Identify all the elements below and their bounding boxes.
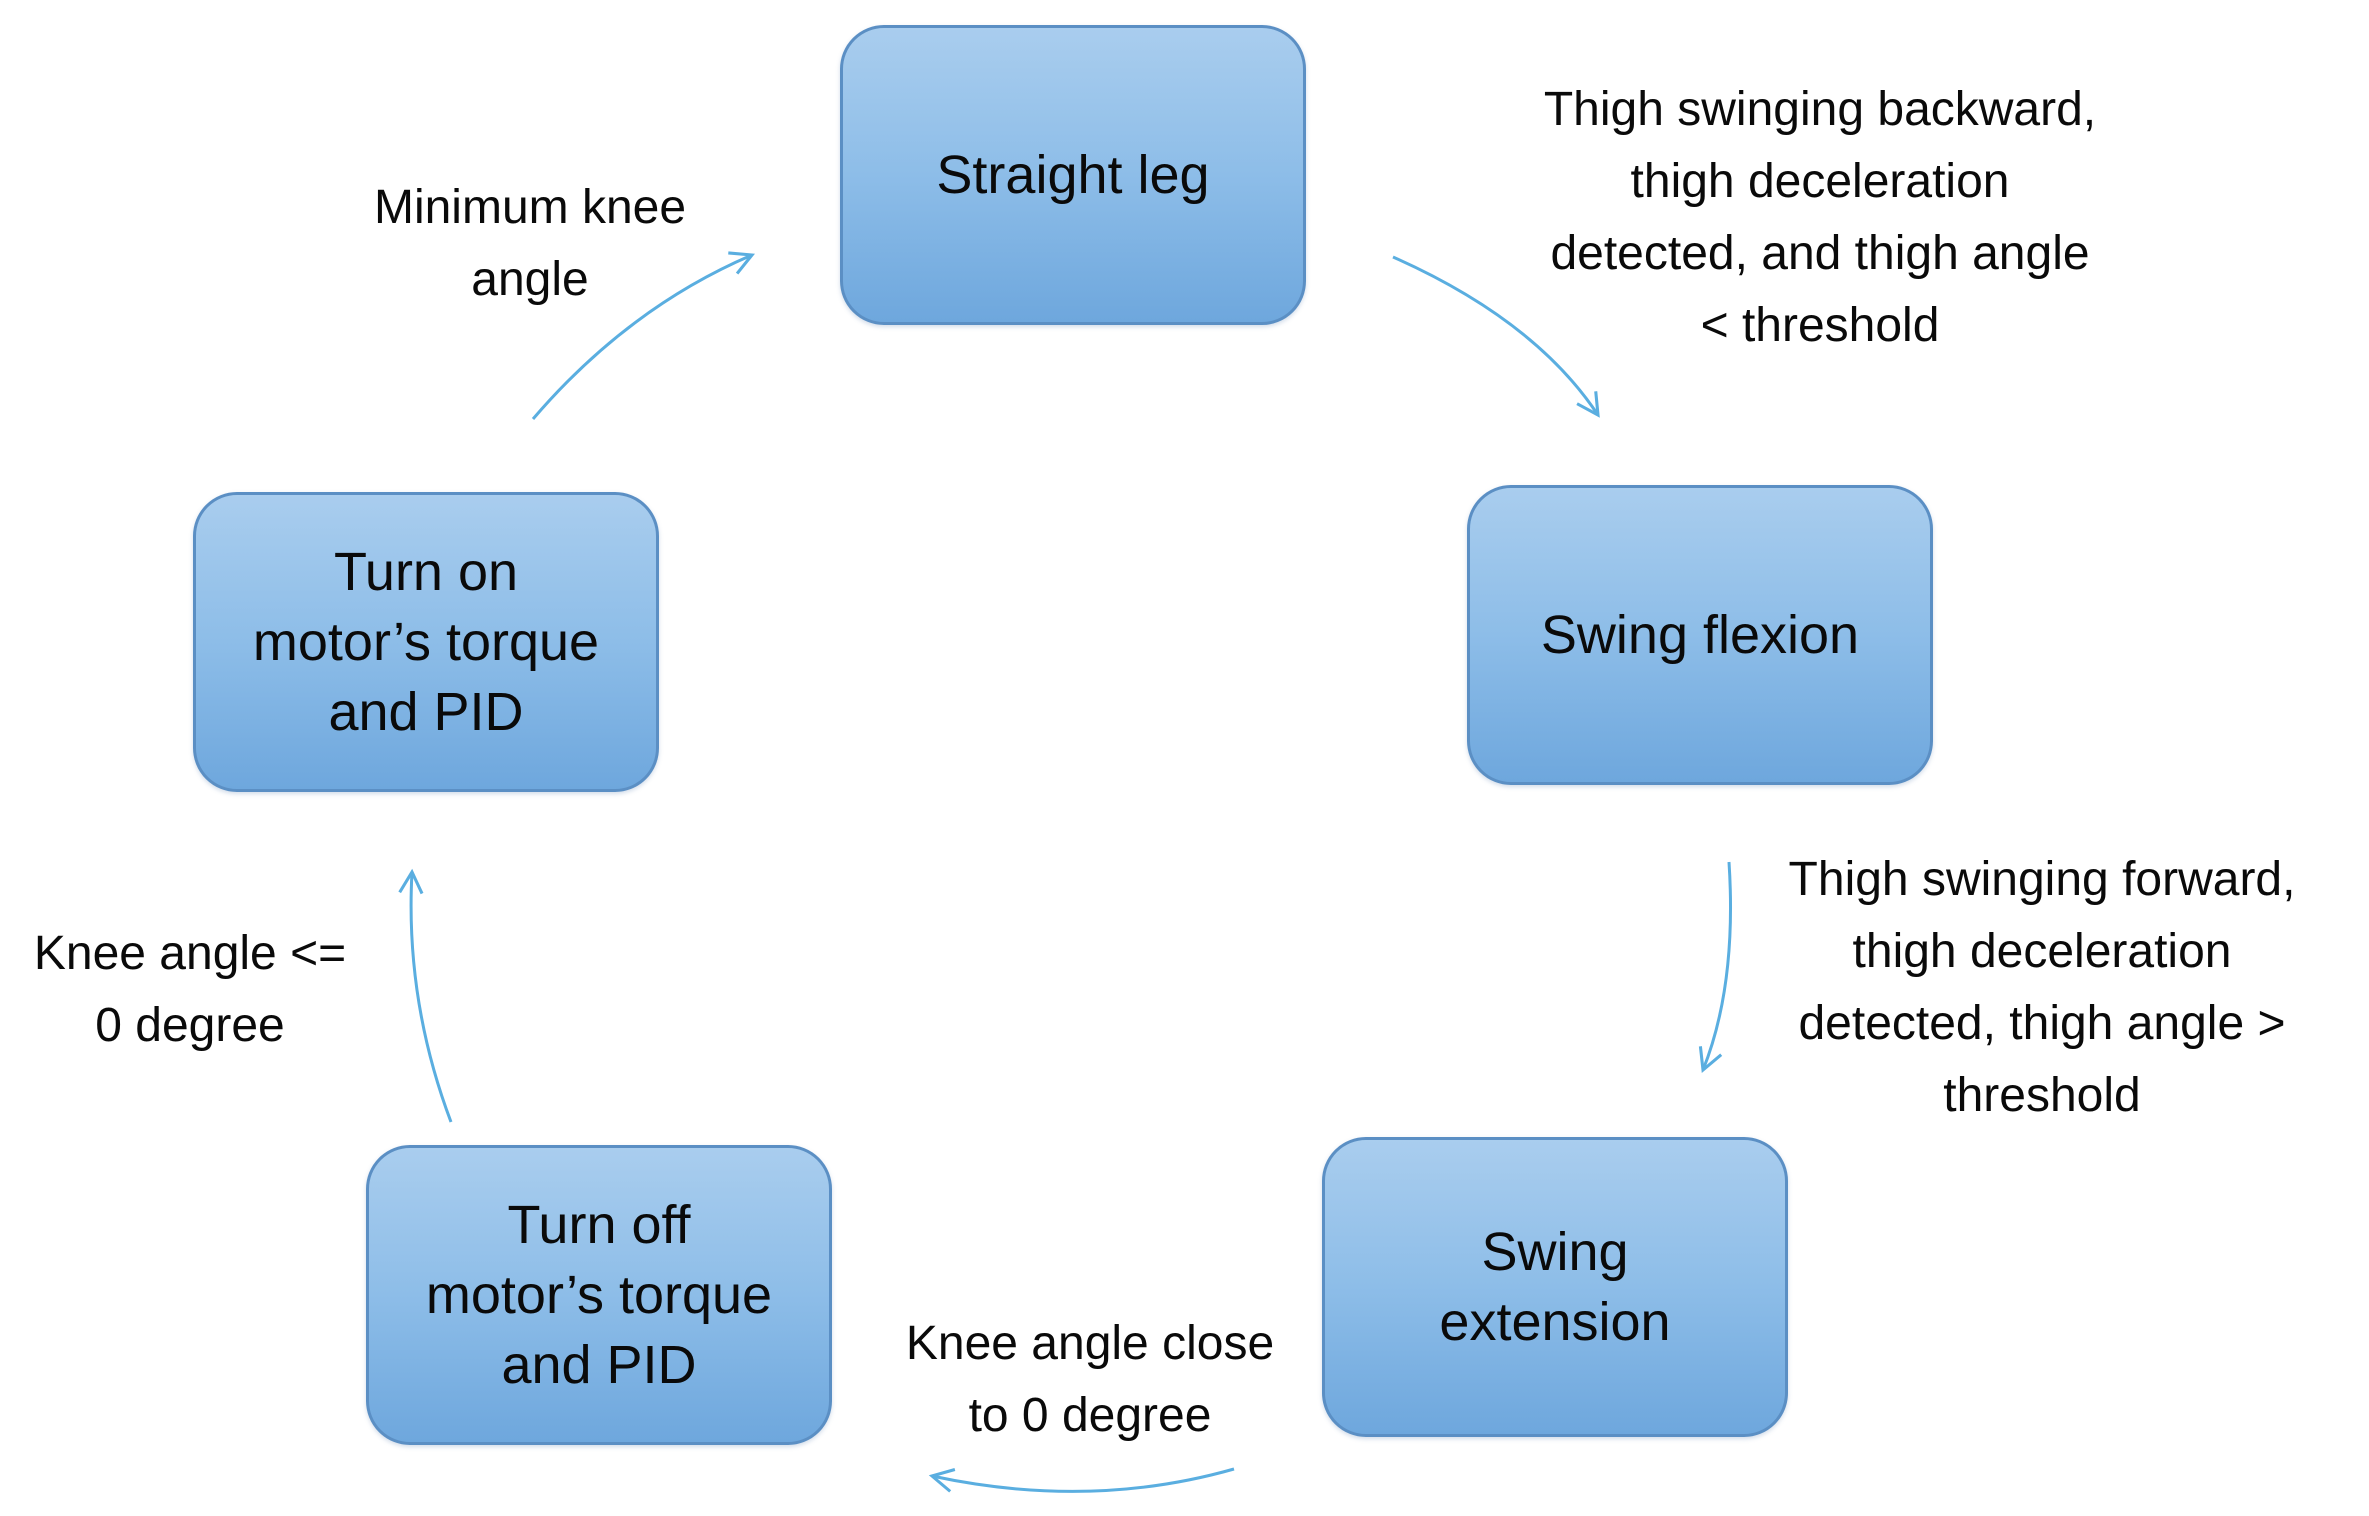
state-swing-extension-label: Swing extension	[1439, 1222, 1671, 1352]
arrow-straight-to-flexion	[1392, 255, 1600, 418]
transition-label-off-to-on: Knee angle <= 0 degree	[33, 927, 347, 1052]
state-turn-on-motor-label: Turn on motor’s torque and PID	[252, 542, 600, 742]
state-straight-leg: Straight leg	[840, 25, 1306, 325]
transition-label-extension-to-off: Knee angle close to 0 degree	[905, 1317, 1275, 1442]
arrow-off-to-on	[398, 868, 453, 1123]
transition-label-on-to-straight: Minimum knee angle	[373, 181, 687, 306]
state-turn-off-motor-label: Turn off motor’s torque and PID	[425, 1195, 773, 1395]
arrow-flexion-to-extension	[1698, 861, 1733, 1074]
arrow-on-to-straight	[531, 251, 756, 420]
transition-label-straight-to-flexion: Thigh swinging backward, thigh decelerat…	[1543, 83, 2097, 352]
state-turn-off-motor: Turn off motor’s torque and PID	[366, 1145, 832, 1445]
state-swing-flexion-label: Swing flexion	[1540, 605, 1860, 665]
state-swing-flexion: Swing flexion	[1467, 485, 1933, 785]
state-straight-leg-label: Straight leg	[936, 145, 1210, 205]
arrow-extension-to-off	[928, 1467, 1235, 1493]
state-swing-extension: Swing extension	[1322, 1137, 1788, 1437]
state-turn-on-motor: Turn on motor’s torque and PID	[193, 492, 659, 792]
transition-label-flexion-to-extension: Thigh swinging forward, thigh decelerati…	[1788, 853, 2296, 1122]
